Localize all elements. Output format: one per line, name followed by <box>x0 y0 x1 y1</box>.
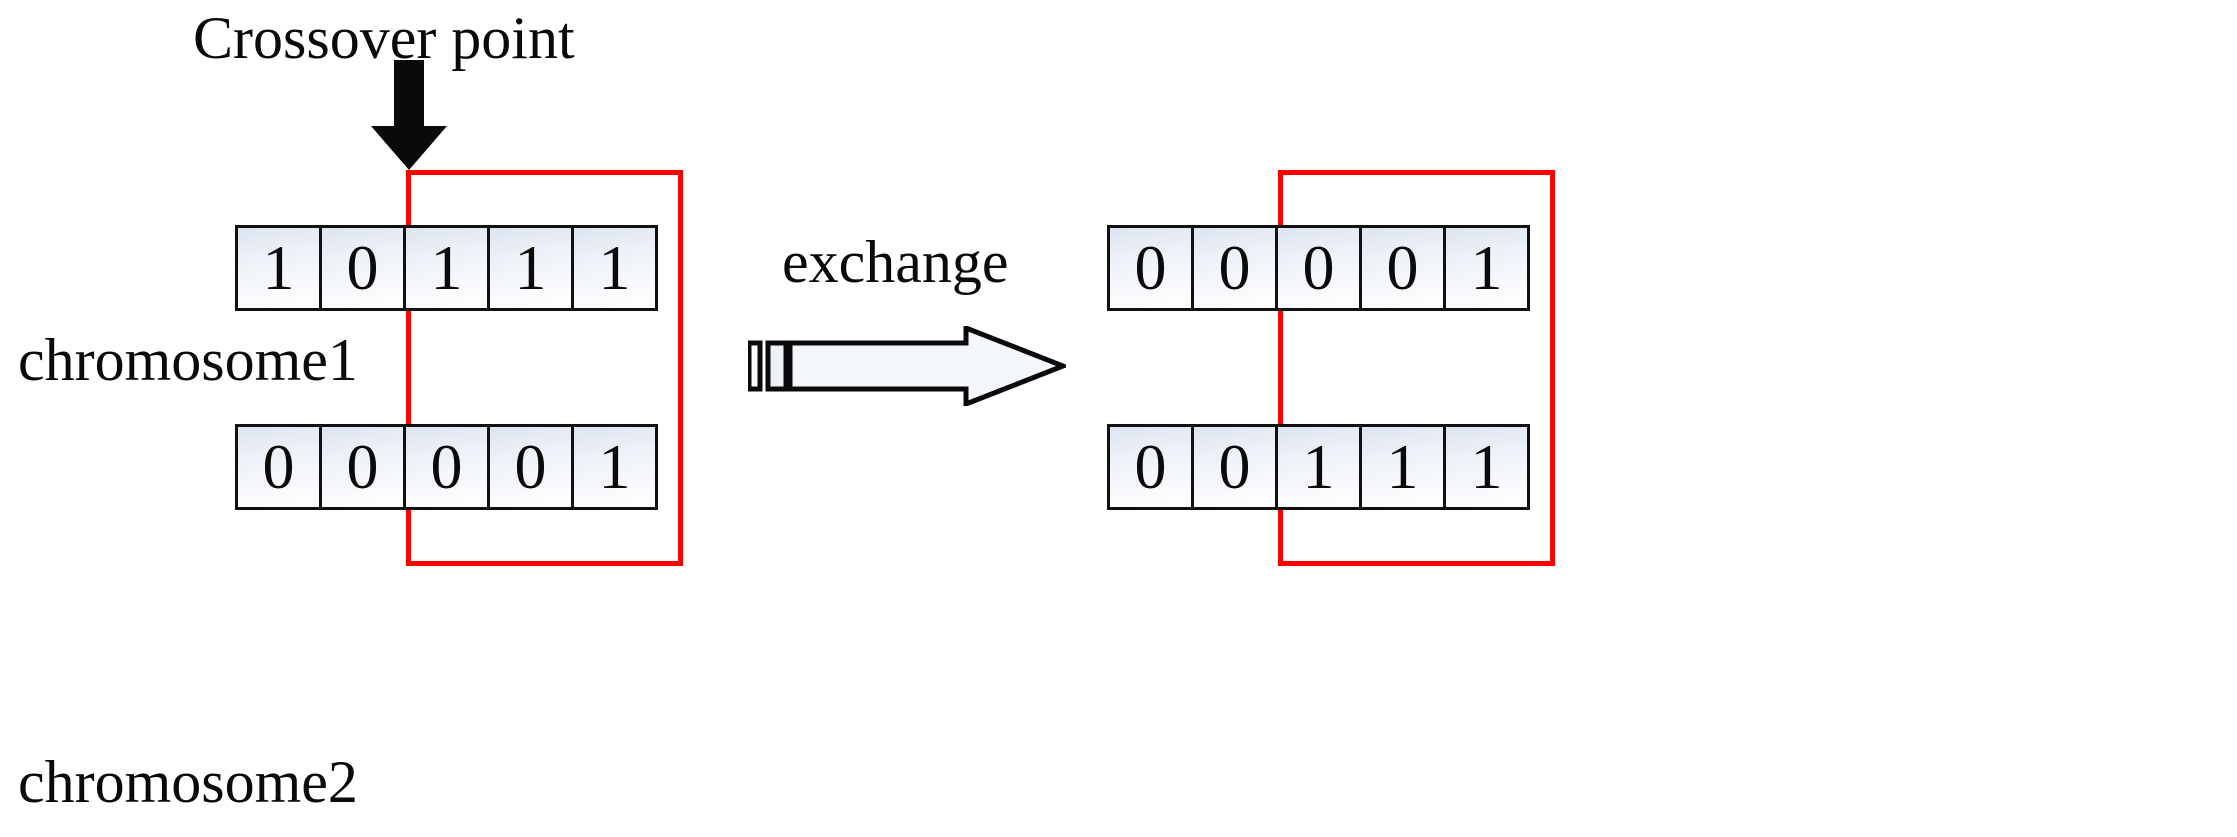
chromosome2-label: chromosome2 <box>18 749 358 815</box>
bit-cell: 0 <box>235 424 322 510</box>
bit-cell: 0 <box>487 424 574 510</box>
bit-cell: 1 <box>235 225 322 311</box>
chromosome1-after-row: 0 0 0 0 1 <box>1107 225 1530 311</box>
bit-cell: 1 <box>1275 424 1362 510</box>
bit-cell: 0 <box>403 424 490 510</box>
chromosome1-label: chromosome1 <box>18 327 358 393</box>
bit-cell: 0 <box>1191 424 1278 510</box>
bit-cell: 1 <box>1443 424 1530 510</box>
bit-cell: 1 <box>1443 225 1530 311</box>
bit-cell: 1 <box>487 225 574 311</box>
bit-cell: 1 <box>571 225 658 311</box>
chromosome1-before-row: 1 0 1 1 1 <box>235 225 658 311</box>
bit-cell: 0 <box>319 225 406 311</box>
bit-cell: 0 <box>1107 225 1194 311</box>
crossover-point-label: Crossover point <box>193 5 575 71</box>
bit-cell: 1 <box>1359 424 1446 510</box>
bit-cell: 0 <box>319 424 406 510</box>
chromosome2-after-row: 0 0 1 1 1 <box>1107 424 1530 510</box>
bit-cell: 0 <box>1359 225 1446 311</box>
bit-cell: 0 <box>1191 225 1278 311</box>
chromosome2-before-row: 0 0 0 0 1 <box>235 424 658 510</box>
bit-cell: 1 <box>571 424 658 510</box>
exchange-label: exchange <box>782 229 1009 295</box>
bit-cell: 1 <box>403 225 490 311</box>
down-arrow-icon <box>368 60 450 172</box>
right-block-arrow-icon <box>746 324 1070 408</box>
bit-cell: 0 <box>1275 225 1362 311</box>
bit-cell: 0 <box>1107 424 1194 510</box>
